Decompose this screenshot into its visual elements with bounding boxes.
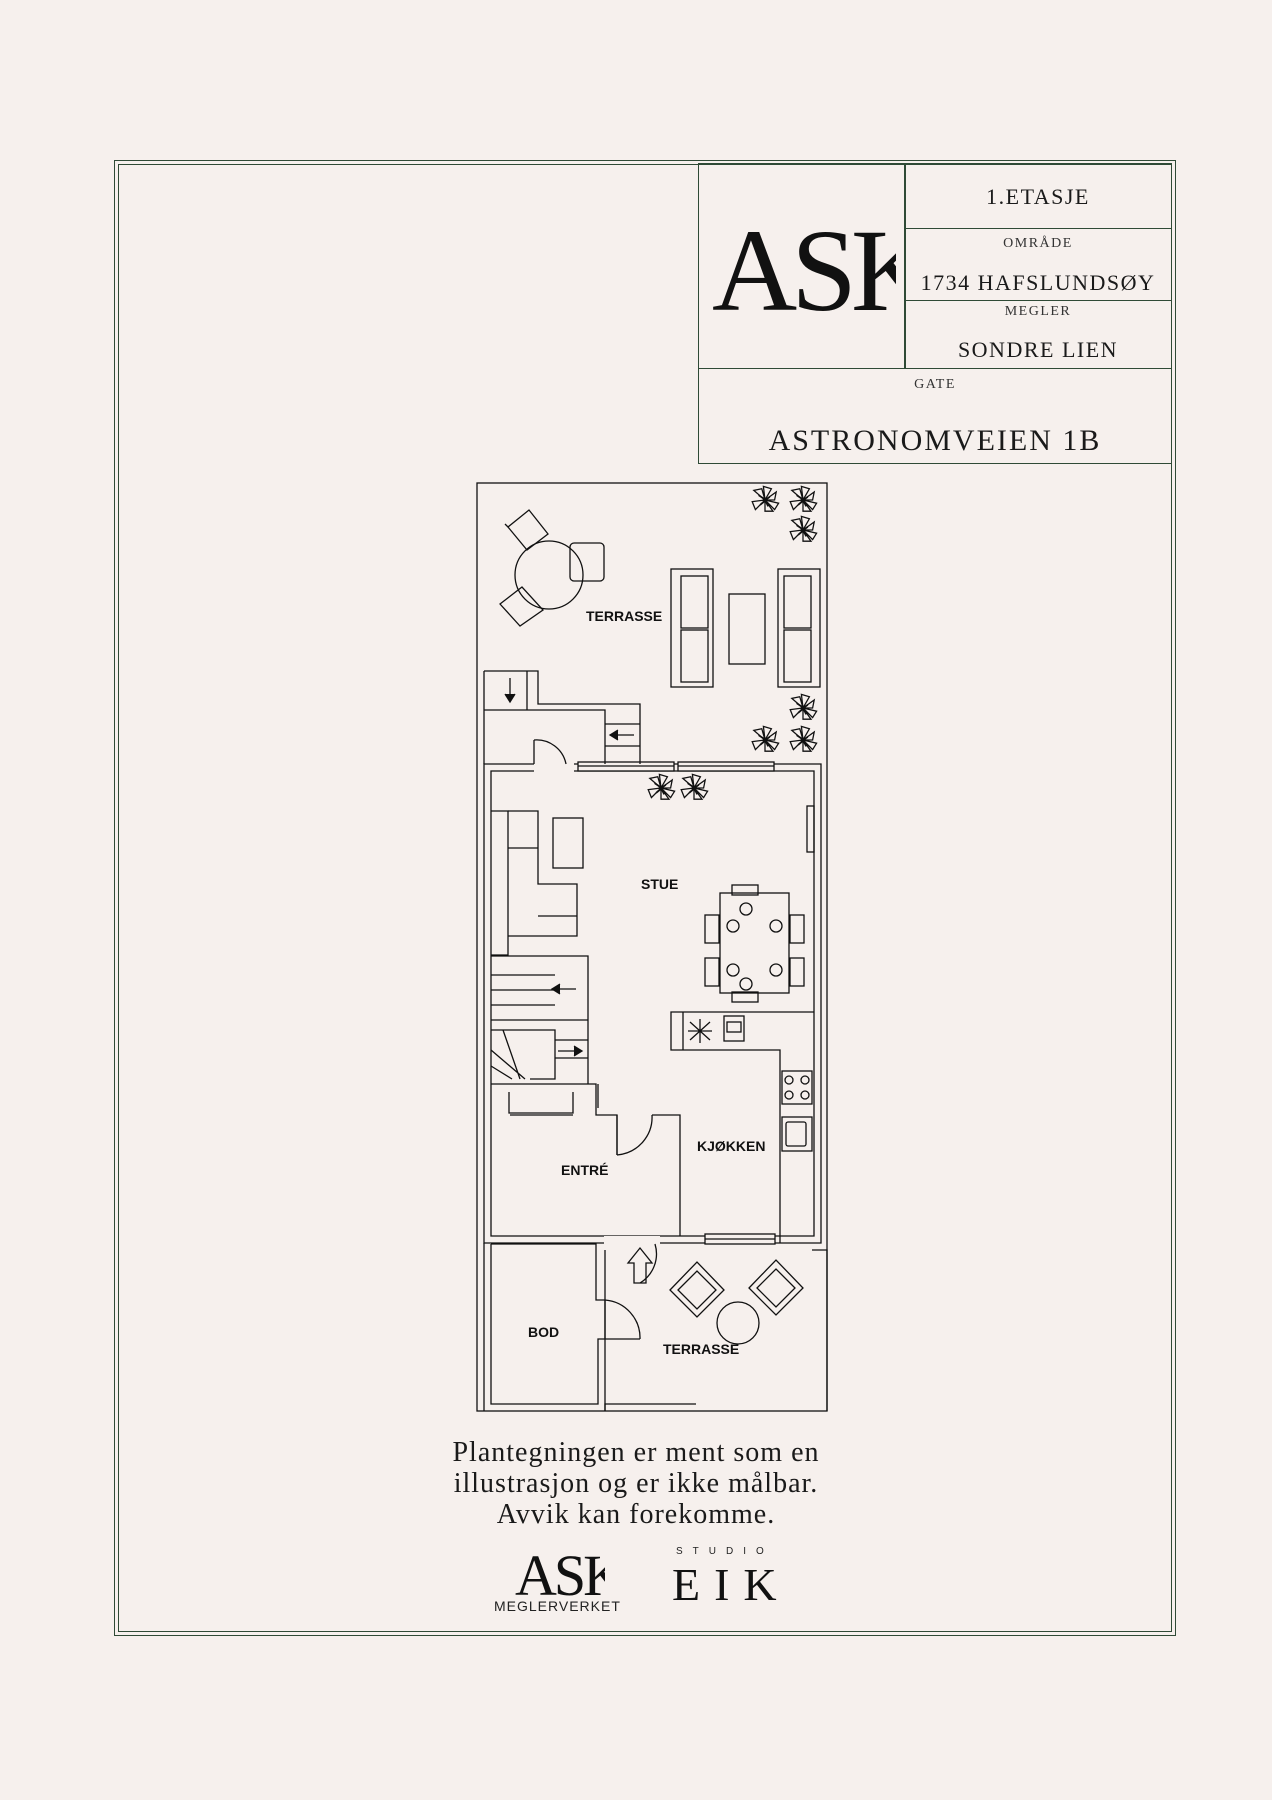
lower-terrace-outline bbox=[812, 1249, 828, 1411]
floor-label: 1.ETASJE bbox=[986, 184, 1090, 209]
agent-value: SONDRE LIEN bbox=[957, 337, 1119, 362]
disclaimer: Plantegningen er ment som en illustrasjo… bbox=[336, 1437, 936, 1530]
area-value: 1734 HAFSLUNDSØY bbox=[920, 270, 1156, 295]
disclaimer-line-1: Plantegningen er ment som en bbox=[452, 1437, 820, 1468]
street-label: GATE bbox=[914, 377, 956, 392]
site-outline bbox=[476, 482, 828, 1412]
street-value: ASTRONOMVEIEN 1B bbox=[768, 424, 1102, 457]
room-label-kjokken: KJØKKEN bbox=[697, 1138, 765, 1154]
studio-eik-logo: EIK bbox=[672, 1559, 791, 1610]
inner-frame bbox=[118, 164, 1172, 1632]
outer-frame bbox=[114, 160, 1176, 1636]
house-exterior-wall bbox=[483, 763, 822, 1244]
footer-ask-text: ASK bbox=[515, 1545, 605, 1601]
disclaimer-line-3: Avvik kan forekomme. bbox=[496, 1499, 776, 1530]
room-label-terrasse-bottom: TERRASSE bbox=[663, 1341, 739, 1357]
room-label-stue: STUE bbox=[641, 876, 678, 892]
room-label-entre: ENTRÉ bbox=[561, 1162, 608, 1178]
agent-label: MEGLER bbox=[1004, 304, 1072, 319]
meglerverket-label: MEGLERVERKET bbox=[494, 1598, 621, 1614]
area-label: OMRÅDE bbox=[1003, 236, 1073, 251]
ask-logo-text: ASK bbox=[712, 210, 896, 320]
title-block-street-cell bbox=[698, 368, 1172, 464]
ask-logo-large: ASK bbox=[712, 210, 896, 320]
room-label-bod: BOD bbox=[528, 1324, 559, 1340]
ask-meglerverket-logo: ASK bbox=[515, 1545, 605, 1601]
room-label-terrasse-top: TERRASSE bbox=[586, 608, 662, 624]
studio-eik-small: STUDIO bbox=[676, 1546, 774, 1557]
disclaimer-line-2: illustrasjon og er ikke målbar. bbox=[453, 1468, 819, 1499]
